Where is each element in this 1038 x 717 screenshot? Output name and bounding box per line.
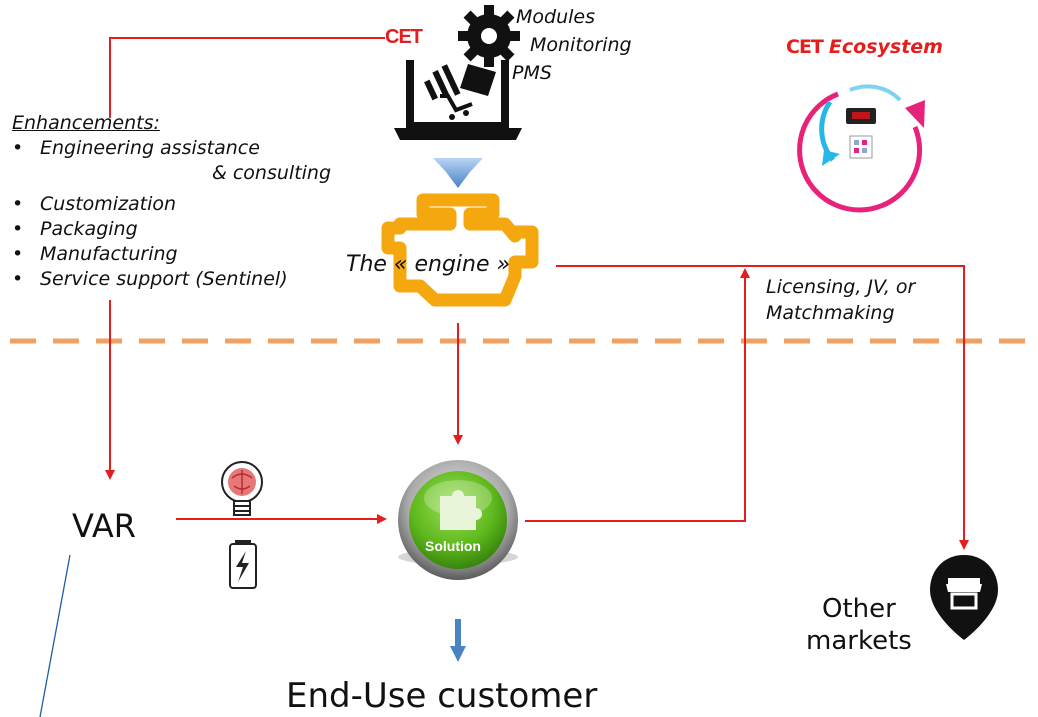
cet-logo-text: CET	[385, 26, 423, 48]
solution-button-icon	[398, 460, 518, 580]
list-item: •Engineering assistance	[12, 137, 260, 159]
chevron-down-icon	[433, 158, 483, 188]
engine-label: The « engine »	[346, 252, 511, 277]
var-label: VAR	[72, 507, 136, 545]
other-markets-line1: Other	[822, 594, 896, 624]
arrow-down-icon	[450, 619, 466, 662]
ecosystem-title-text: Ecosystem	[828, 36, 943, 58]
enhancements-list: •Engineering assistance & consulting •Cu…	[12, 136, 331, 292]
ecosystem-cycle-icon	[797, 84, 925, 213]
solution-label: Solution	[425, 538, 481, 554]
cet-logo-icon	[385, 30, 431, 48]
licensing-label-line1: Licensing, JV, or	[766, 276, 916, 298]
flow-arrow-engine-to-other-markets	[556, 265, 969, 550]
list-item: •Packaging	[12, 218, 138, 240]
flow-arrow-solution-to-licensing	[525, 268, 750, 522]
label-modules: Modules	[516, 6, 595, 28]
label-monitoring: Monitoring	[530, 34, 632, 56]
list-item: •Service support (Sentinel)	[12, 268, 288, 290]
store-location-icon	[930, 555, 998, 640]
ecosystem-logo-text: CET	[786, 36, 824, 58]
flow-line-top-left	[109, 37, 385, 118]
engine-icon	[381, 193, 539, 307]
other-markets-line2: markets	[806, 626, 912, 656]
list-item: & consulting	[212, 162, 332, 184]
idea-bulb-icon	[221, 461, 263, 516]
list-item: •Manufacturing	[12, 243, 178, 265]
laptop-software-icon	[394, 5, 522, 140]
battery-icon	[229, 540, 257, 589]
end-use-customer-label: End-Use customer	[286, 676, 598, 716]
var-pointer-line	[39, 554, 71, 717]
list-item: •Customization	[12, 193, 177, 215]
label-pms: PMS	[512, 62, 552, 84]
enhancements-heading: Enhancements:	[12, 112, 160, 134]
licensing-label-line2: Matchmaking	[766, 302, 895, 324]
